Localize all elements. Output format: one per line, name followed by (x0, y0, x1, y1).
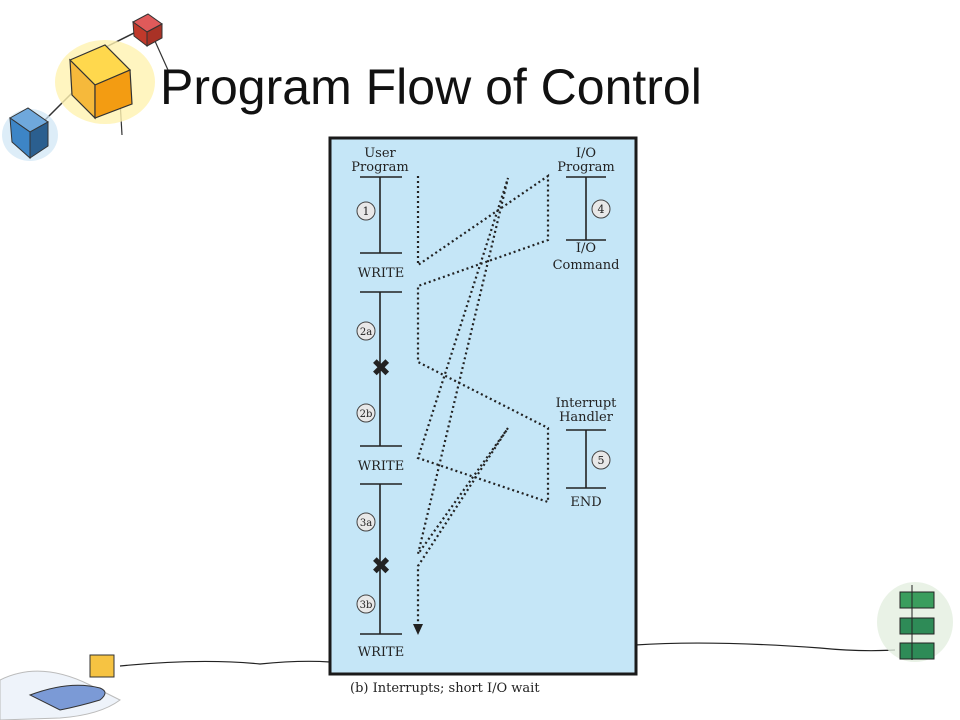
step-2a: 2a (360, 327, 372, 338)
step-5: 5 (598, 454, 605, 467)
diagram-panel (328, 136, 638, 676)
stacked-green-blocks-icon (634, 582, 953, 662)
step-2b: 2b (360, 409, 373, 420)
user-program-label-line2: Program (351, 160, 408, 175)
write-label-3: WRITE (358, 645, 404, 660)
step-3a: 3a (360, 518, 372, 529)
interrupt-handler-label-line2: Handler (559, 410, 614, 425)
io-program-label-line1: I/O (576, 146, 596, 161)
write-label-2: WRITE (358, 459, 404, 474)
interrupt-handler-label-line1: Interrupt (556, 396, 618, 411)
io-command-label-line1: I/O (576, 241, 596, 256)
hand-with-box-icon (0, 654, 331, 720)
interrupt-marker-2: ✖ (371, 552, 391, 580)
write-label-1: WRITE (358, 266, 404, 281)
step-3b: 3b (360, 600, 373, 611)
interrupt-marker-1: ✖ (371, 354, 391, 382)
end-label: END (570, 495, 601, 510)
control-flow-path (416, 173, 550, 625)
user-program-label-line1: User (364, 146, 396, 161)
figure-caption: (b) Interrupts; short I/O wait (350, 681, 540, 696)
step-1: 1 (363, 205, 370, 218)
io-program-label-line2: Program (557, 160, 614, 175)
io-command-label-line2: Command (553, 258, 620, 273)
cube-cluster-icon (2, 13, 169, 161)
flow-arrowhead (413, 624, 423, 635)
step-4: 4 (598, 203, 605, 216)
slide-title: Program Flow of Control (160, 59, 702, 115)
